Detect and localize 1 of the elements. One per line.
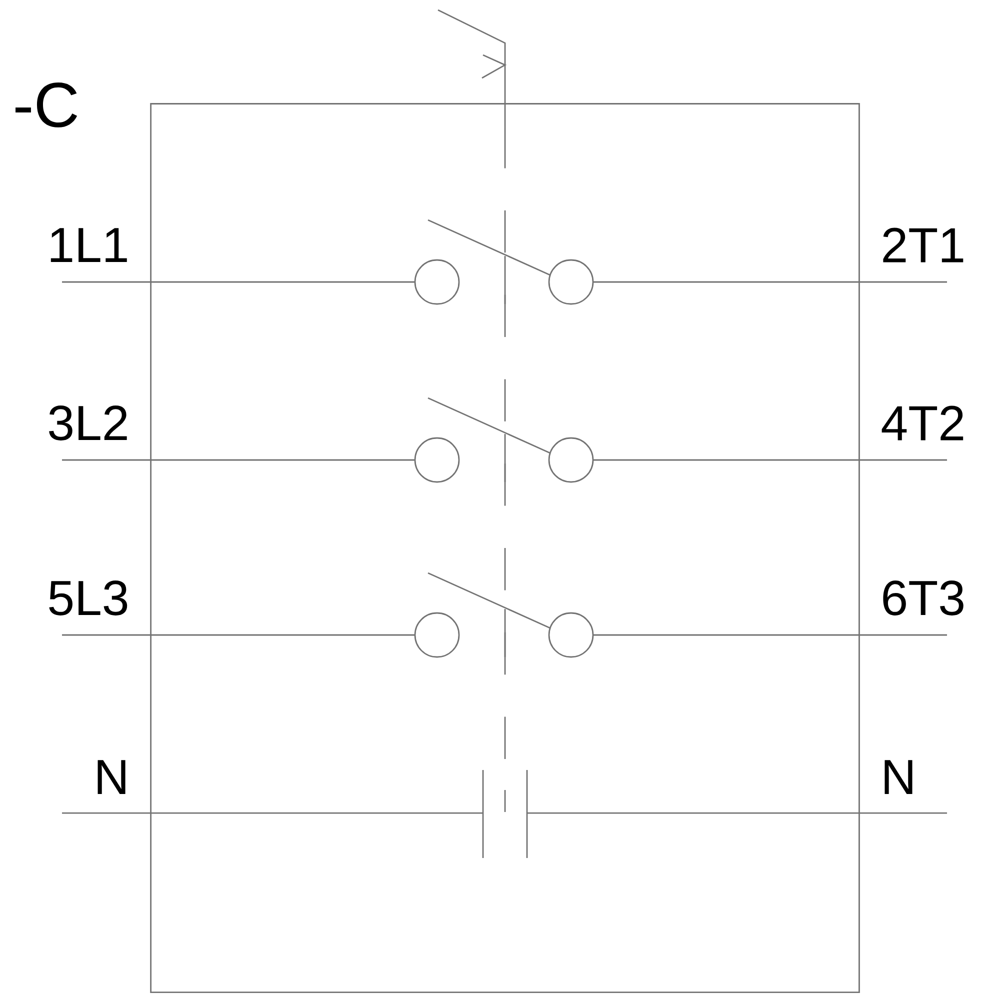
node-label: -C bbox=[16, 82, 78, 128]
